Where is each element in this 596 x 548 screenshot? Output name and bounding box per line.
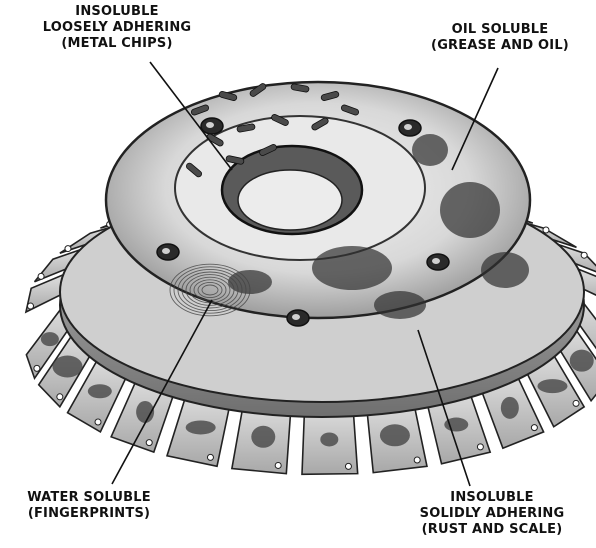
blade-rivet [65, 246, 71, 252]
blade-rust-spot [501, 397, 519, 419]
blade-rust-spot [88, 384, 112, 398]
blade-rust-spot [41, 332, 59, 346]
blade-rust-spot [186, 420, 216, 434]
bolt-hole-highlight [432, 258, 440, 264]
blade-rivet [543, 227, 549, 233]
bolt-hole-highlight [206, 122, 214, 128]
blade-rivet [573, 400, 579, 406]
blade-rust-spot [251, 426, 275, 448]
center-bore-inner [238, 170, 342, 230]
label-oil-soluble: OIL SOLUBLE (GREASE AND OIL) [410, 22, 590, 54]
blade-rivet [57, 394, 63, 400]
label-line: WATER SOLUBLE [4, 490, 174, 506]
blade-rivet [531, 425, 537, 431]
blade-rivet [146, 440, 152, 446]
blade-rivet [34, 365, 40, 371]
blade-rivet [345, 463, 351, 469]
label-line: INSOLUBLE [392, 490, 592, 506]
blade-rust-spot [380, 424, 410, 446]
label-line: (RUST AND SCALE) [392, 522, 592, 538]
bolt-hole-highlight [404, 124, 412, 130]
grime-patch [312, 246, 392, 290]
label-line: SOLIDLY ADHERING [392, 506, 592, 522]
label-line: OIL SOLUBLE [410, 22, 590, 38]
blade-rivet [581, 252, 587, 258]
grime-patch [440, 182, 500, 238]
blade-rivet [95, 419, 101, 425]
blade-rust-spot [320, 432, 338, 446]
bolt-hole-highlight [162, 248, 170, 254]
blade-rivet [38, 273, 44, 279]
grime-patch [412, 134, 448, 166]
bolt-hole-highlight [292, 314, 300, 320]
blade-rust-spot [537, 379, 567, 393]
blade-rivet [477, 444, 483, 450]
blade-rust-spot [570, 350, 594, 372]
label-line: INSOLUBLE [12, 4, 222, 20]
label-insoluble-loosely-adhering: INSOLUBLE LOOSELY ADHERING (METAL CHIPS) [12, 4, 222, 52]
blade-rivet [207, 454, 213, 460]
blade-rivet [414, 457, 420, 463]
grime-patch [481, 252, 529, 288]
label-line: (FINGERPRINTS) [4, 506, 174, 522]
label-water-soluble: WATER SOLUBLE (FINGERPRINTS) [4, 490, 174, 522]
blade-rust-spot [52, 356, 82, 378]
label-line: (GREASE AND OIL) [410, 38, 590, 54]
blade-rivet [28, 303, 34, 309]
label-line: LOOSELY ADHERING [12, 20, 222, 36]
grime-patch [374, 291, 426, 319]
label-insoluble-solidly-adhering: INSOLUBLE SOLIDLY ADHERING (RUST AND SCA… [392, 490, 592, 538]
label-line: (METAL CHIPS) [12, 36, 222, 52]
blade-rivet [275, 462, 281, 468]
